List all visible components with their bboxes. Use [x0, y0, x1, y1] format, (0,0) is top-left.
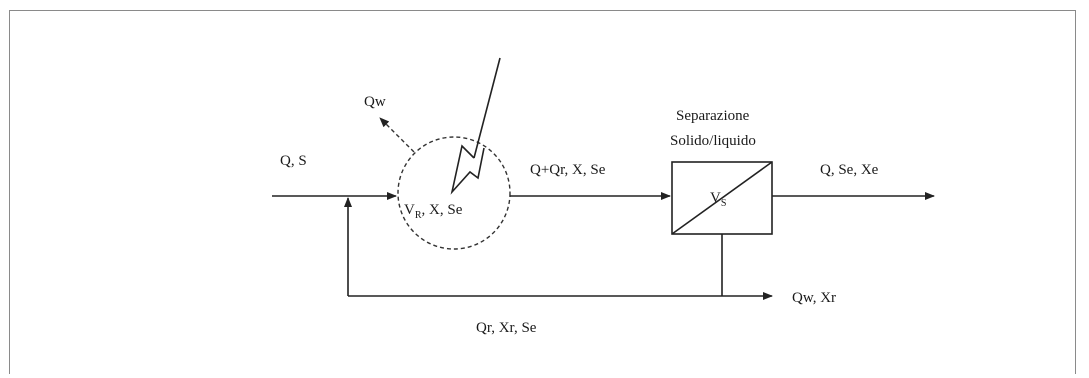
reactor-label: VR, X, Se	[404, 202, 463, 221]
inlet-label: Q, S	[280, 153, 307, 169]
purge-arrow	[379, 117, 415, 153]
separator-label-sub: S	[721, 198, 727, 209]
separator-diagonal	[671, 161, 773, 235]
recycle-label: Qr, Xr, Se	[476, 320, 537, 336]
reactor-label-rest: , X, Se	[422, 202, 463, 218]
mid-flow-label: Q+Qr, X, Se	[530, 162, 606, 178]
aeration-zigzag	[450, 144, 485, 195]
reactor-label-sub: R	[415, 210, 422, 221]
waste-label: Qw, Xr	[792, 290, 836, 306]
aeration-line	[473, 57, 501, 159]
purge-label: Qw	[364, 94, 386, 110]
separator-title-line1: Separazione	[676, 108, 750, 124]
outlet-label: Q, Se, Xe	[820, 162, 879, 178]
reactor-circle	[397, 136, 511, 250]
separator-label: VS	[710, 190, 726, 209]
reactor-label-main: V	[404, 202, 415, 218]
separator-label-main: V	[710, 190, 721, 206]
separator-title-line2: Solido/liquido	[670, 133, 756, 149]
diagram-frame	[9, 10, 1076, 374]
